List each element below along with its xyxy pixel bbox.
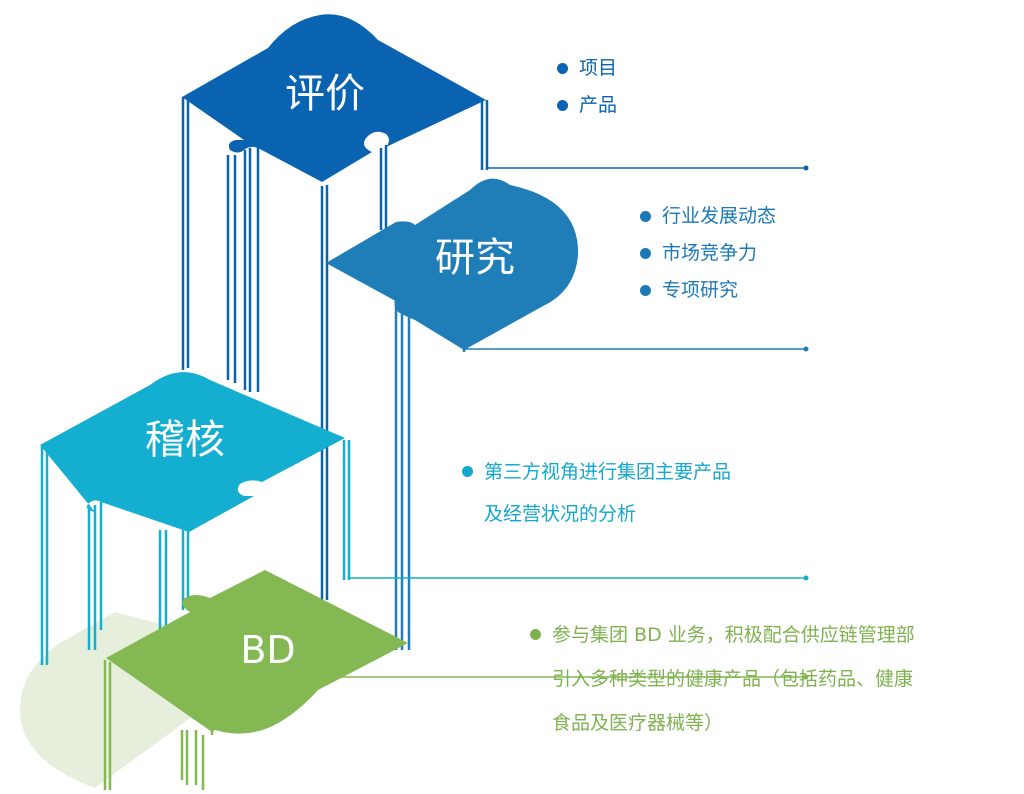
bd-piece bbox=[106, 570, 408, 734]
pingjia-piece bbox=[182, 14, 486, 182]
jihe-bullet-item: 第三方视角进行集团主要产品 及经营状况的分析 bbox=[462, 451, 731, 535]
jihe-bullets: 第三方视角进行集团主要产品 及经营状况的分析 bbox=[462, 451, 731, 535]
bd-bullet-line: 参与集团 BD 业务，积极配合供应链管理部 bbox=[552, 624, 915, 646]
bd-label: BD bbox=[240, 628, 295, 672]
yanjiu-pillars bbox=[394, 305, 466, 650]
bd-pillars bbox=[103, 660, 214, 790]
bd-bullets: 参与集团 BD 业务，积极配合供应链管理部 引入多种类型的健康产品（包括药品、健… bbox=[530, 613, 915, 745]
pingjia-bullet-item: 项目 bbox=[557, 50, 617, 87]
bd-bullet-line: 引入多种类型的健康产品（包括药品、健康 bbox=[552, 668, 914, 690]
yanjiu-bullet-item: 行业发展动态 bbox=[640, 198, 776, 235]
yanjiu-label: 研究 bbox=[435, 235, 515, 281]
jihe-pillars bbox=[40, 440, 351, 665]
bd-bullet-line: 食品及医疗器械等） bbox=[552, 712, 724, 734]
pingjia-bullet-item: 产品 bbox=[557, 87, 617, 124]
pingjia-pillars bbox=[181, 97, 489, 600]
jihe-bullet-line: 及经营状况的分析 bbox=[484, 503, 637, 525]
yanjiu-bullets: 行业发展动态 市场竞争力 专项研究 bbox=[640, 198, 776, 309]
pingjia-bullets: 项目 产品 bbox=[557, 50, 617, 124]
jihe-piece bbox=[40, 372, 345, 532]
yanjiu-bullet-item: 专项研究 bbox=[640, 272, 776, 309]
yanjiu-bullet-item: 市场竞争力 bbox=[640, 235, 776, 272]
pingjia-label: 评价 bbox=[285, 71, 365, 117]
jihe-bullet-line: 第三方视角进行集团主要产品 bbox=[484, 461, 732, 483]
yanjiu-piece bbox=[326, 178, 579, 350]
jihe-label: 稽核 bbox=[145, 417, 225, 463]
bd-bullet-item: 参与集团 BD 业务，积极配合供应链管理部 引入多种类型的健康产品（包括药品、健… bbox=[530, 613, 915, 745]
